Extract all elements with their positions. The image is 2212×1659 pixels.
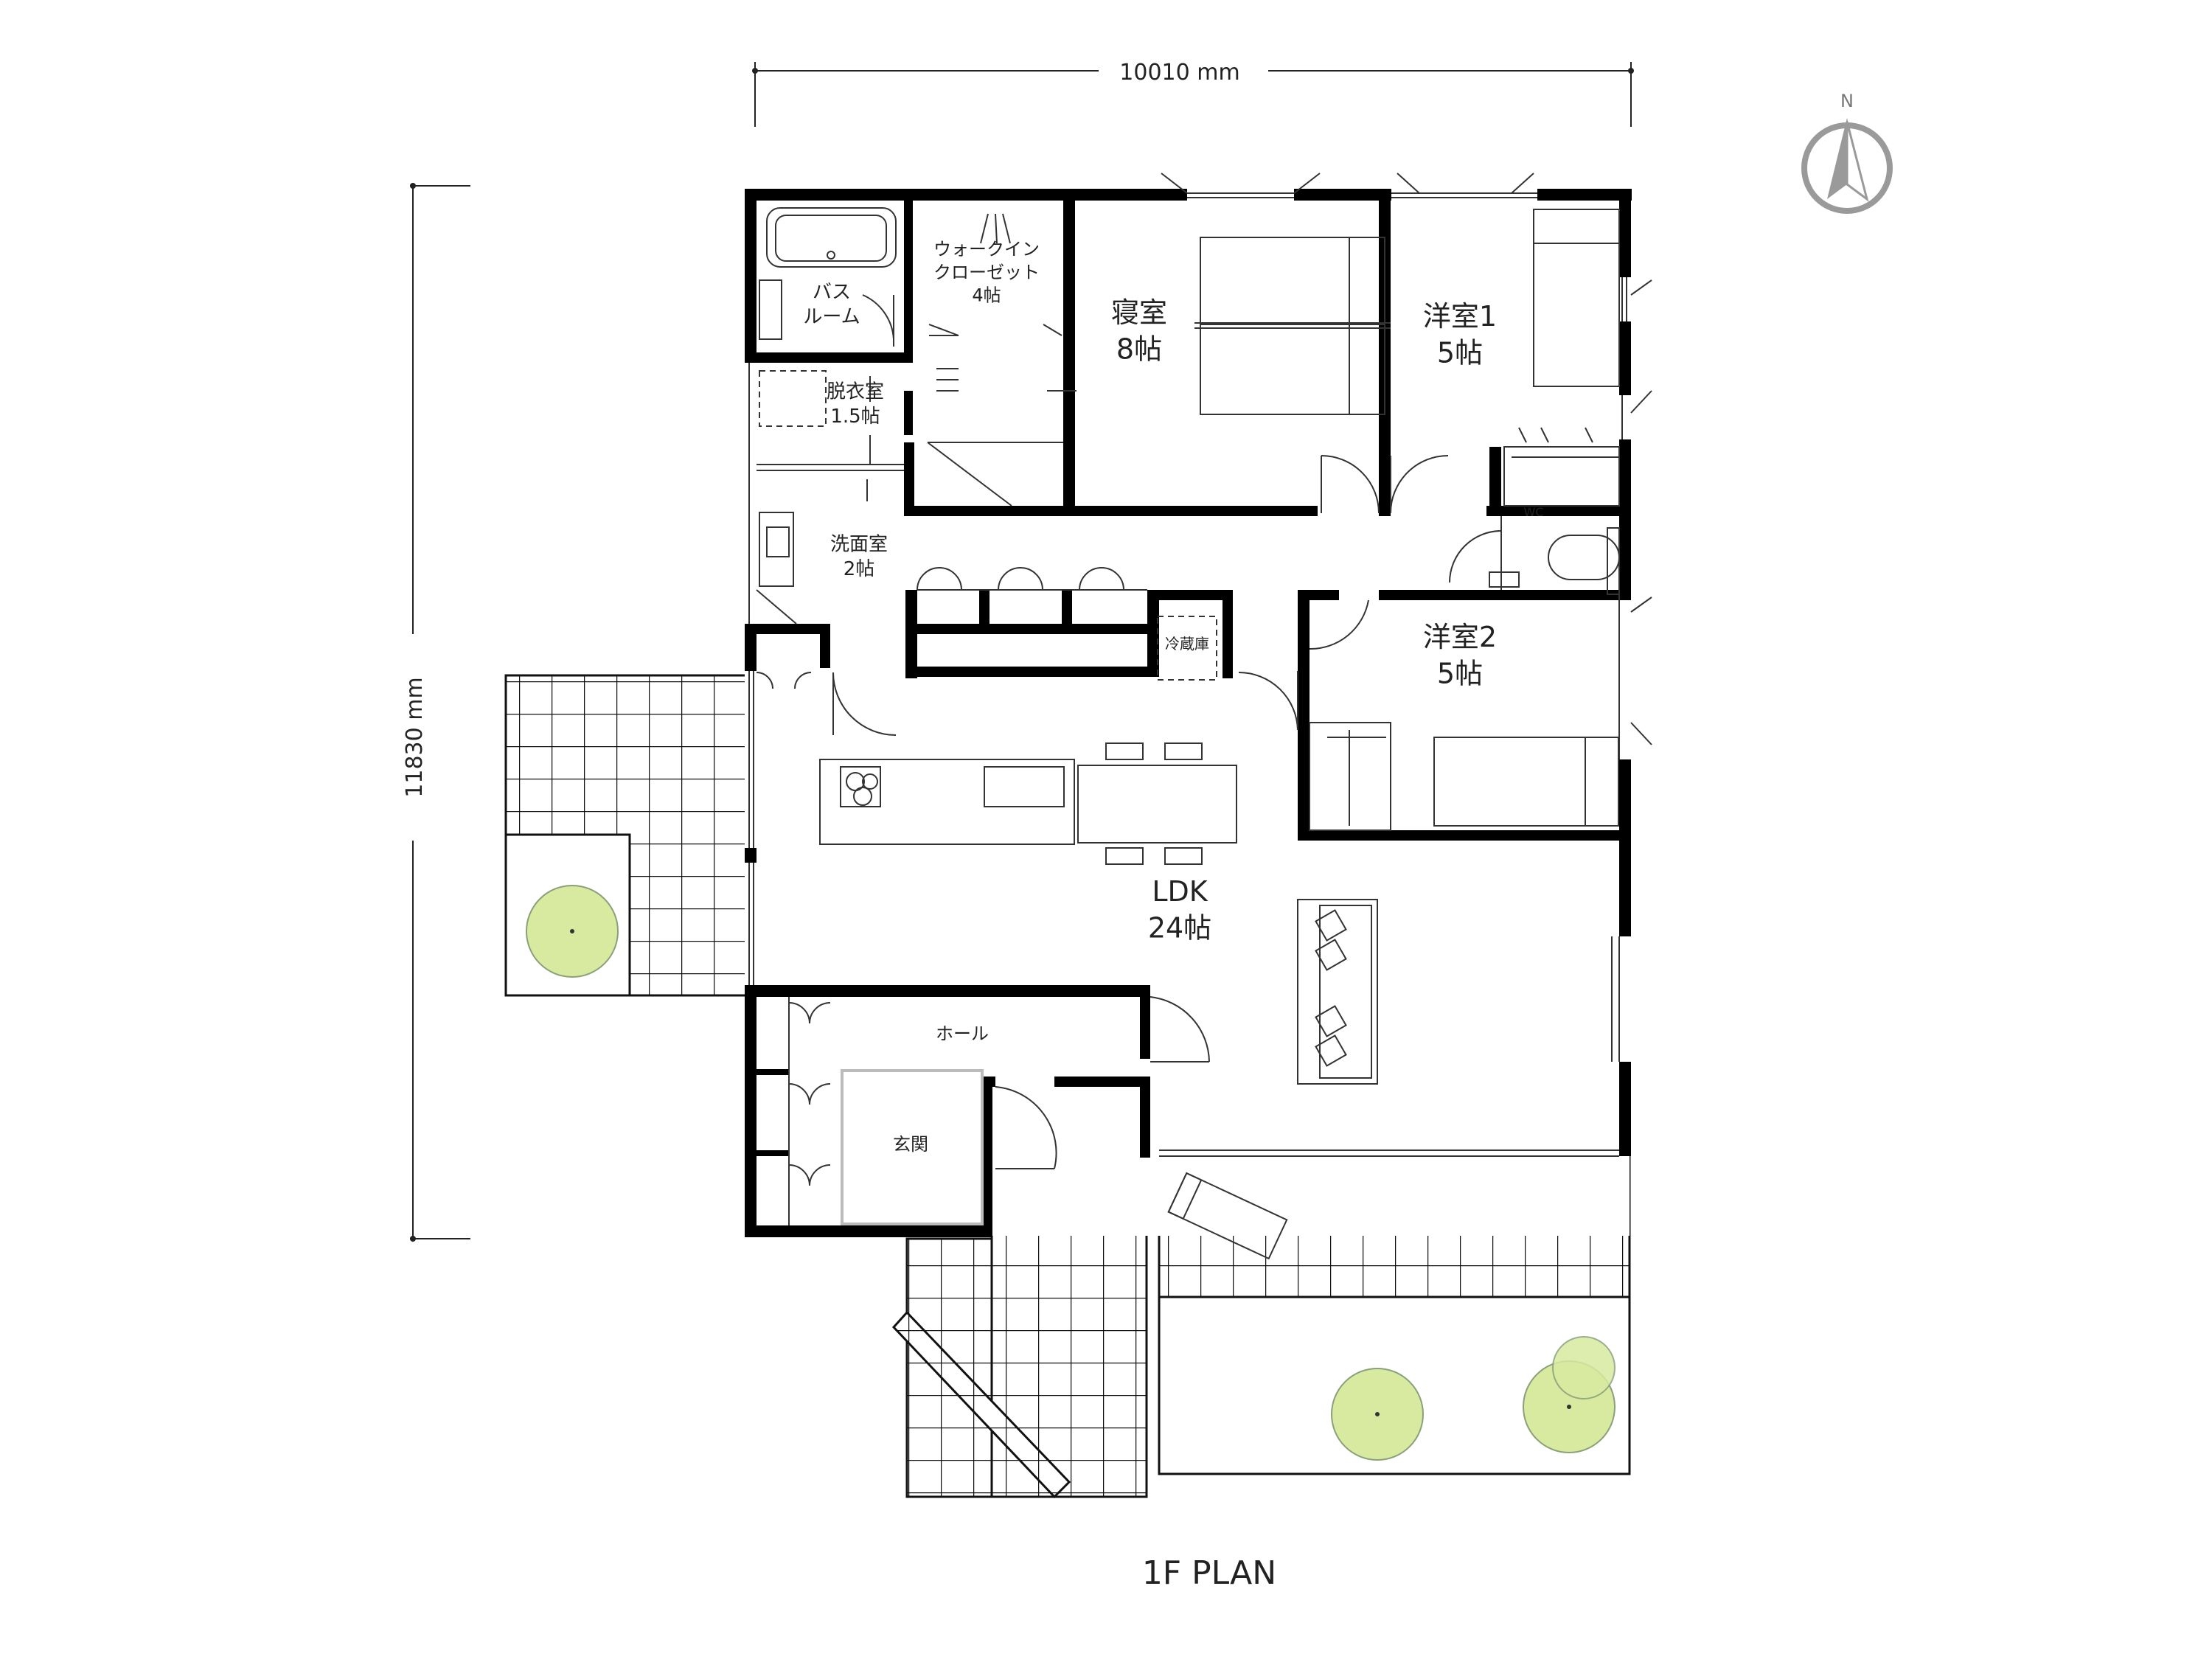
interior-base [745,190,1630,1236]
compass-label: N [1840,91,1854,111]
tree-icon [526,885,1615,1461]
walls [745,189,1632,1237]
room-label-bath: バスルーム [803,281,860,328]
height-label: 11830 mm [402,677,428,797]
height-dimension: 11830 mm [402,183,470,1242]
room-label-fridge: 冷蔵庫 [1165,635,1209,653]
room-label-entrance: 玄関 [893,1134,928,1155]
width-dimension: 10010 mm [752,60,1634,127]
width-label: 10010 mm [1119,60,1239,86]
room-label-wc: WC [1524,505,1544,519]
north-compass-icon: N [1801,91,1893,214]
fixtures [748,173,1652,1260]
plan-title: 1F PLAN [1142,1554,1276,1592]
room-label-hall: ホール [936,1023,989,1044]
